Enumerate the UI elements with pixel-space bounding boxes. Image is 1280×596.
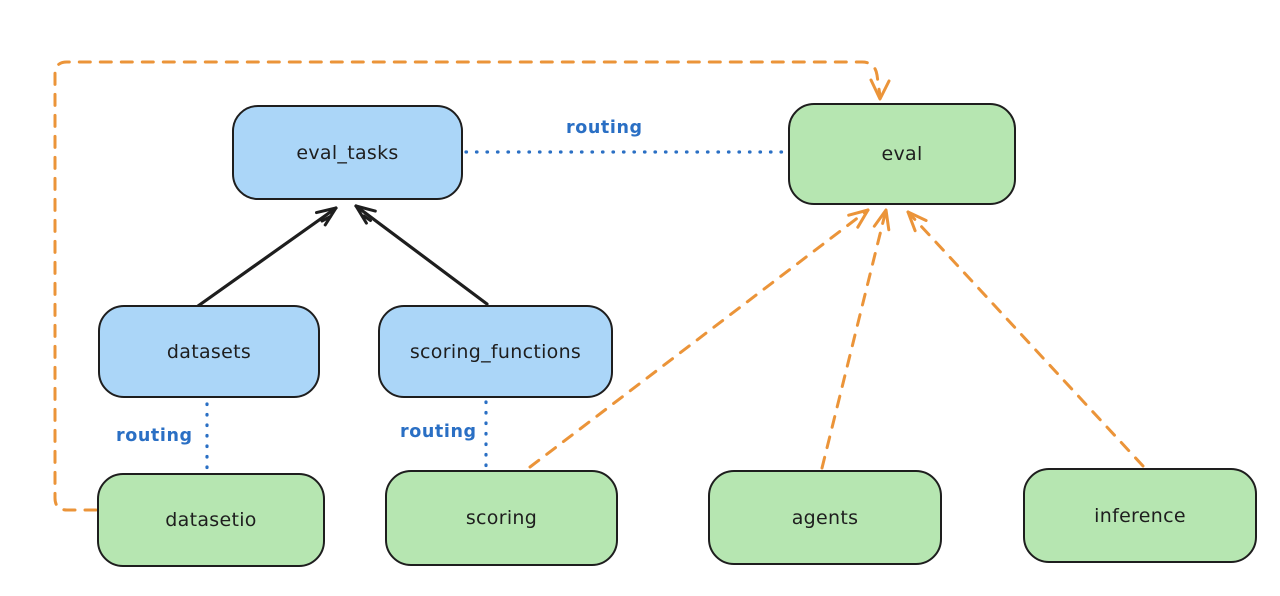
node-scoring-label: scoring	[465, 507, 538, 529]
node-eval-tasks-label: eval_tasks	[296, 141, 399, 164]
node-datasets-label: datasets	[166, 340, 252, 363]
node-inference: inference	[1023, 468, 1257, 563]
node-scoring-functions: scoring_functions	[378, 305, 613, 398]
edge-inference-to-eval	[906, 210, 1145, 468]
node-eval: eval	[788, 103, 1016, 205]
node-scoring: scoring	[385, 470, 618, 566]
node-scoring-functions-label: scoring_functions	[409, 340, 582, 363]
edge-scoring-functions-to-eval-tasks	[354, 204, 489, 306]
node-agents: agents	[708, 470, 942, 565]
edge-label-routing-mid: routing	[400, 422, 477, 442]
node-inference-label: inference	[1094, 504, 1186, 527]
edge-label-routing-left: routing	[116, 426, 193, 446]
edge-scoring-to-eval	[528, 208, 870, 469]
edge-datasetio-to-eval	[53, 60, 891, 512]
edge-agents-to-eval	[820, 208, 891, 470]
node-agents-label: agents	[791, 506, 859, 529]
edge-label-routing-top: routing	[566, 118, 643, 138]
node-datasetio: datasetio	[97, 473, 325, 567]
node-eval-tasks: eval_tasks	[232, 105, 463, 200]
node-datasets: datasets	[98, 305, 320, 398]
node-datasetio-label: datasetio	[165, 509, 257, 531]
edge-datasets-to-eval-tasks	[196, 206, 338, 308]
node-eval-label: eval	[881, 143, 923, 165]
